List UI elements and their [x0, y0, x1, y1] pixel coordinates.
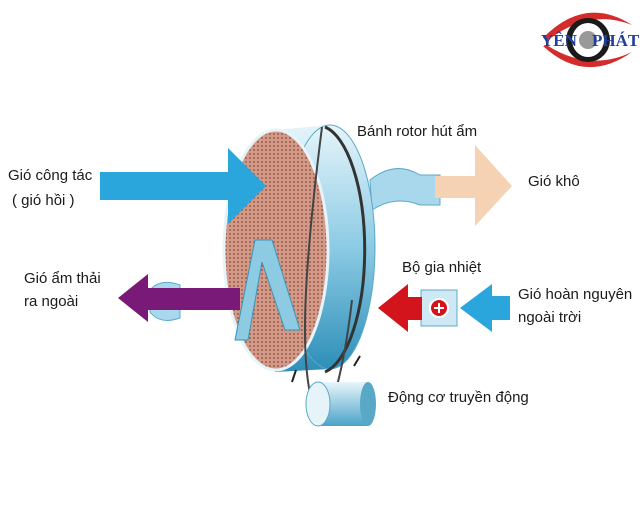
label-process-air-note: ( gió hồi )	[12, 192, 75, 209]
label-wet-exhaust-2: ra ngoài	[24, 293, 78, 310]
label-wet-exhaust: Gió ẩm thải	[24, 270, 101, 287]
label-rotor: Bánh rotor hút ẩm	[357, 123, 477, 140]
process-air-arrow	[100, 148, 266, 224]
label-process-air: Gió công tác	[8, 167, 93, 184]
heated-air-arrow	[378, 284, 422, 332]
drive-motor	[291, 126, 376, 427]
label-regen-air-2: ngoài trời	[518, 309, 581, 326]
desiccant-rotor	[222, 124, 376, 374]
label-heater: Bộ gia nhiệt	[402, 259, 482, 276]
label-regen-air: Gió hoàn nguyên	[518, 286, 632, 303]
logo-text-right: PHÁT	[592, 31, 640, 50]
label-dry-air: Gió khô	[528, 173, 580, 190]
company-logo: YÊN PHÁT	[541, 12, 640, 68]
label-motor: Động cơ truyền động	[388, 389, 529, 406]
logo-text-left: YÊN	[541, 31, 578, 50]
dry-air-arrow	[369, 145, 512, 226]
regen-air-path	[378, 284, 510, 332]
wet-exhaust-arrow	[118, 274, 240, 322]
regen-air-arrow	[460, 284, 510, 332]
